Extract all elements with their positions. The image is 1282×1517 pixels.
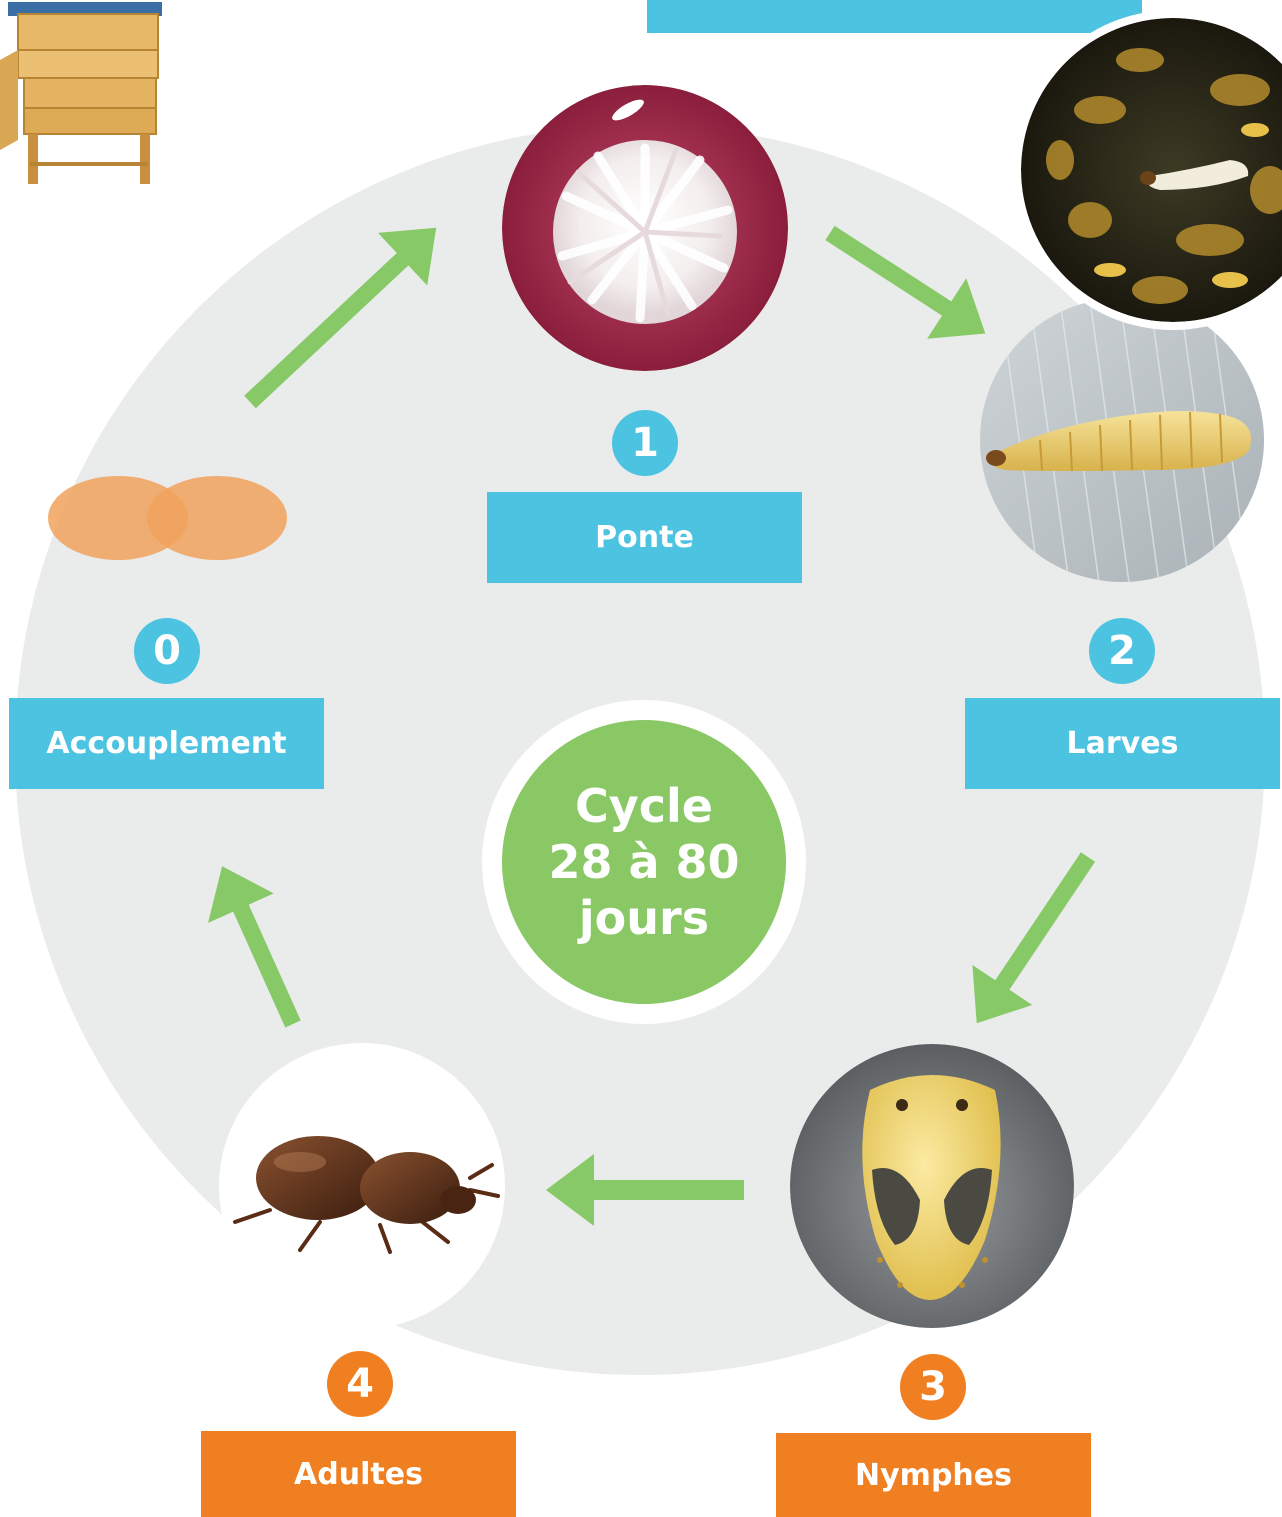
adult-beetle-photo bbox=[219, 1043, 505, 1329]
beehive-icon bbox=[0, 2, 162, 184]
cycle-duration: Cycle 28 à 80 jours bbox=[502, 720, 786, 1004]
top-banner bbox=[647, 0, 1142, 33]
cycle-duration-line2: 28 à 80 bbox=[548, 834, 739, 890]
stage-4-number: 4 bbox=[327, 1351, 393, 1417]
stage-0-label: Accouplement bbox=[9, 698, 324, 789]
stage-2-label: Larves bbox=[965, 698, 1280, 789]
stage-1-label: Ponte bbox=[487, 492, 802, 583]
cycle-duration-line1: Cycle bbox=[575, 778, 713, 834]
stage-0-number: 0 bbox=[134, 618, 200, 684]
stage-1-number: 1 bbox=[612, 410, 678, 476]
stage-2-number: 2 bbox=[1089, 618, 1155, 684]
cycle-duration-line3: jours bbox=[579, 890, 709, 946]
stage-3-number: 3 bbox=[900, 1354, 966, 1420]
eggs-photo bbox=[502, 85, 788, 371]
stage-4-label: Adultes bbox=[201, 1431, 516, 1517]
mating-circles-icon bbox=[48, 476, 287, 560]
stage-3-label: Nymphes bbox=[776, 1433, 1091, 1517]
pupa-photo bbox=[790, 1044, 1074, 1328]
